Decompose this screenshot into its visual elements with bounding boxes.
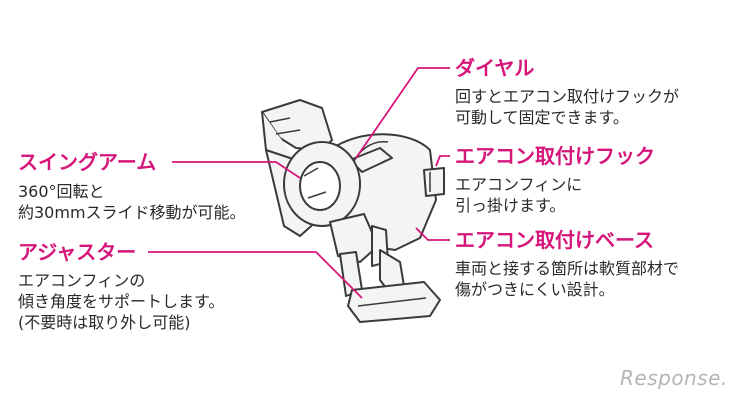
leader-line-dial xyxy=(355,67,450,159)
desc-base-line-1: 車両と接する箇所は軟質部材で xyxy=(455,259,680,278)
desc-adjuster-line-1: エアコンフィンの xyxy=(18,271,146,290)
leader-line-base xyxy=(415,227,450,241)
label-dial: ダイヤル xyxy=(455,56,535,80)
label-swing-arm: スイングアーム xyxy=(18,150,157,174)
desc-dial: 回すとエアコン取付けフックが 可動して固定できます。 xyxy=(455,86,679,128)
desc-hook: エアコンフィンに 引っ掛けます。 xyxy=(455,174,582,216)
desc-hook-line-2: 引っ掛けます。 xyxy=(455,196,566,215)
desc-dial-line-2: 可動して固定できます。 xyxy=(455,108,629,127)
leader-line-swing-arm xyxy=(172,161,301,179)
leader-line-adjuster xyxy=(148,251,363,299)
desc-hook-line-1: エアコンフィンに xyxy=(455,175,583,194)
desc-swing-arm-line-1: 360°回転と xyxy=(18,182,105,201)
leader-lines xyxy=(148,67,450,299)
desc-adjuster: エアコンフィンの 傾き角度をサポートします。 (不要時は取り外し可能) xyxy=(18,270,224,333)
desc-adjuster-line-3: (不要時は取り外し可能) xyxy=(18,313,191,332)
leader-line-hook xyxy=(435,155,450,167)
label-hook: エアコン取付けフック xyxy=(455,144,655,168)
response-watermark: Response. xyxy=(620,366,728,390)
desc-base-line-2: 傷がつきにくい設計。 xyxy=(455,280,615,299)
label-adjuster: アジャスター xyxy=(18,240,137,264)
label-base: エアコン取付けベース xyxy=(455,228,654,252)
desc-adjuster-line-2: 傾き角度をサポートします。 xyxy=(18,292,225,311)
desc-dial-line-1: 回すとエアコン取付けフックが xyxy=(455,87,680,106)
desc-base: 車両と接する箇所は軟質部材で 傷がつきにくい設計。 xyxy=(455,258,679,300)
desc-swing-arm-line-2: 約30mmスライド移動が可能。 xyxy=(18,203,246,222)
desc-swing-arm: 360°回転と 約30mmスライド移動が可能。 xyxy=(18,181,246,223)
product-illustration xyxy=(261,99,445,323)
